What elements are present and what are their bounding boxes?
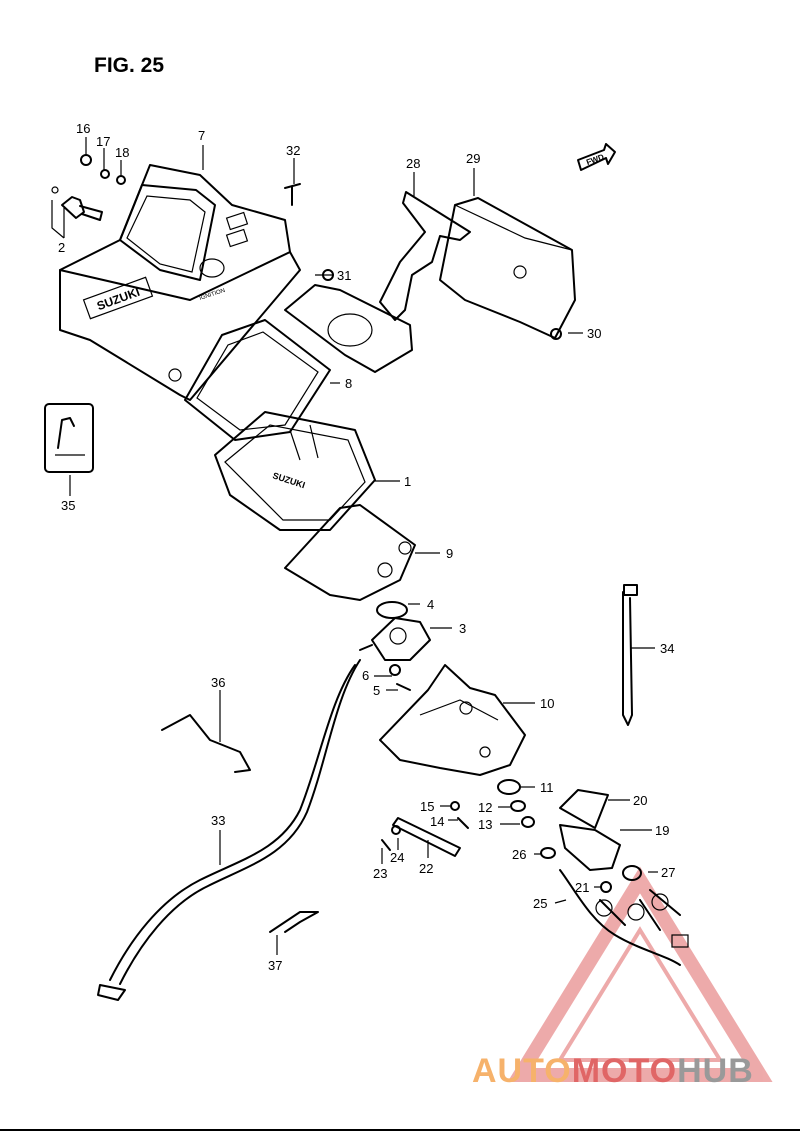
nut-part-18 bbox=[116, 175, 126, 185]
fwd-arrow-icon: FWD bbox=[577, 143, 616, 171]
callout-12: 12 bbox=[478, 800, 492, 815]
screw-part-16 bbox=[80, 154, 92, 166]
grommet-part-11 bbox=[497, 779, 521, 795]
base-plate-part-9 bbox=[284, 504, 416, 601]
callout-4: 4 bbox=[427, 597, 434, 612]
washer-part-17 bbox=[100, 169, 110, 179]
callout-5: 5 bbox=[373, 683, 380, 698]
callout-2: 2 bbox=[58, 240, 65, 255]
svg-text:FWD: FWD bbox=[585, 152, 605, 167]
callout-33: 33 bbox=[211, 813, 225, 828]
callout-27: 27 bbox=[661, 865, 675, 880]
watermark-moto: MOTO bbox=[572, 1052, 677, 1090]
callout-7: 7 bbox=[198, 128, 205, 143]
callout-25: 25 bbox=[533, 896, 547, 911]
leader-lines bbox=[51, 137, 658, 955]
callout-13: 13 bbox=[478, 817, 492, 832]
bulb-part-26 bbox=[540, 847, 556, 859]
callout-21: 21 bbox=[575, 880, 589, 895]
screw-part-30 bbox=[550, 328, 562, 340]
bracket-part-10 bbox=[379, 664, 526, 776]
meter-case-part-7: SUZUKI IGNITION bbox=[59, 164, 301, 401]
callout-23: 23 bbox=[373, 866, 387, 881]
watermark-auto: AUTO bbox=[472, 1052, 572, 1090]
spring-clip-part-36 bbox=[161, 714, 251, 773]
callout-15: 15 bbox=[420, 799, 434, 814]
screw-part-23 bbox=[381, 839, 391, 851]
gasket-part-8 bbox=[184, 319, 331, 441]
screw-part-5 bbox=[396, 683, 411, 691]
figure-title: FIG. 25 bbox=[94, 54, 165, 77]
callout-29: 29 bbox=[466, 151, 480, 166]
callout-9: 9 bbox=[446, 546, 453, 561]
washer-part-15 bbox=[450, 801, 460, 811]
washer-part-6 bbox=[389, 664, 401, 676]
wiring-harness-part-25 bbox=[559, 869, 689, 966]
bulb-part-21 bbox=[600, 881, 612, 893]
socket-body-part-19 bbox=[559, 824, 621, 871]
brand-text-meter: SUZUKI bbox=[271, 470, 306, 490]
callout-22: 22 bbox=[419, 861, 433, 876]
callout-3: 3 bbox=[459, 621, 466, 636]
socket-part-20 bbox=[559, 789, 609, 829]
callout-28: 28 bbox=[406, 156, 420, 171]
bracket-part-22 bbox=[392, 817, 461, 857]
callout-32: 32 bbox=[286, 143, 300, 158]
svg-text:AUTOMOTOHUB: AUTOMOTOHUB bbox=[472, 1052, 754, 1090]
callout-6: 6 bbox=[362, 668, 369, 683]
bulb-part-27 bbox=[622, 865, 642, 881]
callout-24: 24 bbox=[390, 850, 404, 865]
callout-8: 8 bbox=[345, 376, 352, 391]
watermark-triangle bbox=[507, 866, 773, 1082]
watermark-logo: AUTOMOTOHUB bbox=[472, 1052, 754, 1090]
decal-part-35 bbox=[44, 403, 94, 473]
screw-part-14 bbox=[457, 817, 469, 829]
callout-19: 19 bbox=[655, 823, 669, 838]
callout-1: 1 bbox=[404, 474, 411, 489]
gear-housing-part-3 bbox=[359, 617, 431, 661]
knob-part-2 bbox=[51, 186, 103, 221]
screw-part-32 bbox=[284, 183, 301, 206]
nut-part-13 bbox=[521, 816, 535, 828]
callout-26: 26 bbox=[512, 847, 526, 862]
callout-35: 35 bbox=[61, 498, 75, 513]
callout-17: 17 bbox=[96, 134, 110, 149]
callout-31: 31 bbox=[337, 268, 351, 283]
cable-tie-part-34 bbox=[622, 584, 638, 726]
o-ring-part-4 bbox=[376, 601, 408, 619]
bracket-part-28 bbox=[379, 191, 471, 321]
callout-10: 10 bbox=[540, 696, 554, 711]
speedometer-cable-part-33 bbox=[97, 659, 361, 1001]
callout-36: 36 bbox=[211, 675, 225, 690]
callout-18: 18 bbox=[115, 145, 129, 160]
callout-37: 37 bbox=[268, 958, 282, 973]
watermark-hub: HUB bbox=[677, 1052, 754, 1090]
clip-part-37 bbox=[269, 911, 319, 933]
washer-part-24 bbox=[391, 825, 401, 835]
callout-16: 16 bbox=[76, 121, 90, 136]
plate-part-31 bbox=[284, 269, 413, 373]
callout-14: 14 bbox=[430, 814, 444, 829]
callout-labels: 1 2 3 4 5 6 7 8 9 10 11 12 13 14 15 16 1… bbox=[58, 121, 675, 973]
callout-20: 20 bbox=[633, 793, 647, 808]
washer-part-12 bbox=[510, 800, 526, 812]
callout-11: 11 bbox=[540, 780, 554, 795]
callout-30: 30 bbox=[587, 326, 601, 341]
callout-34: 34 bbox=[660, 641, 674, 656]
visor-part-29 bbox=[439, 197, 576, 339]
